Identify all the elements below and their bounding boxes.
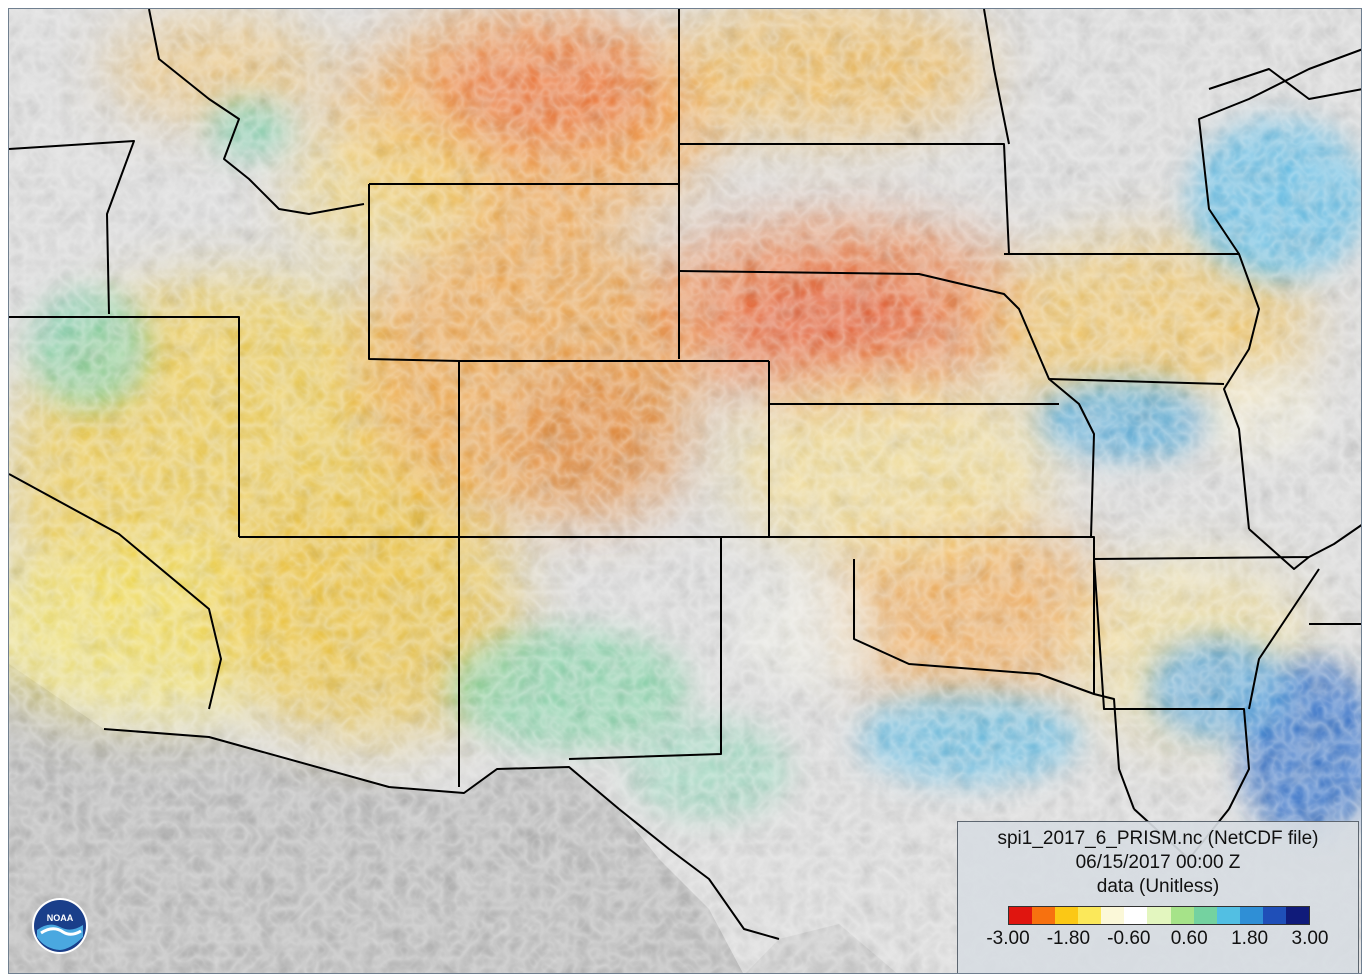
legend-swatch-0 [1009,907,1033,924]
legend-variable: data (Unitless) [1096,876,1220,897]
legend-swatch-5 [1124,907,1148,924]
map-view[interactable]: NOAA spi1_2017_6_PRISM.nc (NetCDF file) … [8,8,1362,974]
legend-swatch-12 [1285,907,1310,924]
legend-tick-label: -3.00 [986,928,1030,949]
legend-swatch-1 [1032,907,1056,924]
map-legend: spi1_2017_6_PRISM.nc (NetCDF file) 06/15… [957,821,1359,973]
legend-title: spi1_2017_6_PRISM.nc (NetCDF file) [997,828,1319,849]
legend-swatch-6 [1147,907,1171,924]
data-speckle [9,9,1361,973]
legend-swatch-4 [1101,907,1125,924]
legend-ticks: -3.00 -1.80 -0.60 0.60 1.80 3.00 [980,928,1342,954]
legend-tick-label: 1.80 [1231,928,1269,949]
legend-datetime: 06/15/2017 00:00 Z [1075,852,1241,873]
legend-swatch-7 [1170,907,1194,924]
legend-tick-label: -0.60 [1107,928,1151,949]
noaa-logo-text: NOAA [47,913,74,923]
legend-swatch-8 [1193,907,1217,924]
legend-tick-label: 0.60 [1170,928,1208,949]
legend-swatch-3 [1078,907,1102,924]
map-canvas [9,9,1361,973]
legend-swatch-9 [1216,907,1240,924]
legend-swatch-10 [1239,907,1263,924]
state-borders [9,9,1361,940]
legend-swatch-11 [1262,907,1286,924]
noaa-logo-icon: NOAA [32,898,88,954]
legend-swatch-2 [1055,907,1079,924]
legend-colorbar [1008,906,1310,925]
legend-tick-label: 3.00 [1291,928,1329,949]
legend-tick-label: -1.80 [1046,928,1091,949]
